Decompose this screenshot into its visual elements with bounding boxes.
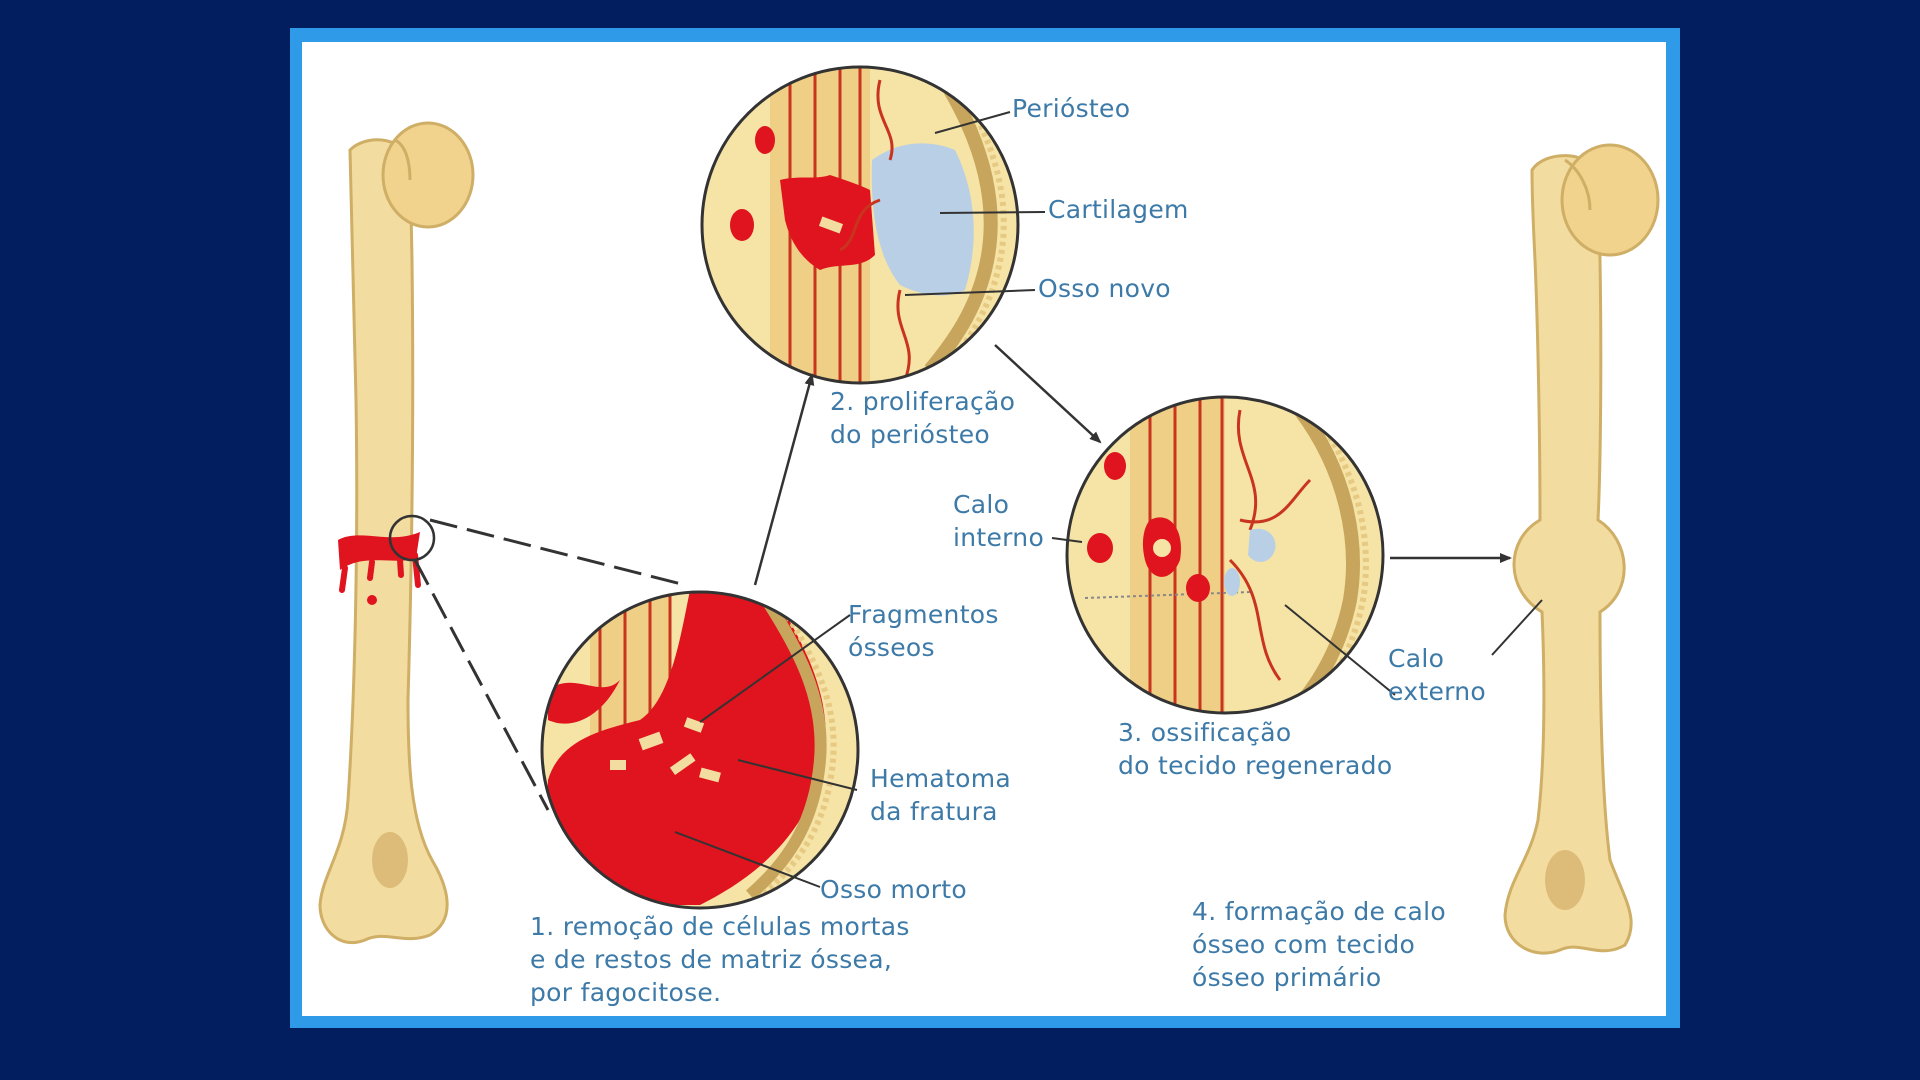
- arrow-icon: [753, 373, 815, 586]
- label-hematoma: Hematoma da fratura: [870, 764, 1012, 826]
- leader-lines: [674, 111, 1543, 888]
- ossification-circle: [1067, 397, 1383, 713]
- zoom-line-bottom: [413, 559, 550, 811]
- proliferation-circle-outline: [700, 65, 1020, 385]
- label-step-2: 2. proliferação do periósteo: [830, 387, 1016, 449]
- label-step-4: 4. formação de calo ósseo com tecido óss…: [1192, 897, 1446, 992]
- label-step-1: 1. remoção de células mortas e de restos…: [530, 912, 910, 1007]
- label-calo-externo: Calo externo: [1388, 644, 1486, 706]
- arrow-icon: [994, 344, 1102, 444]
- ossification-circle-outline: [1065, 395, 1385, 715]
- label-cartilagem: Cartilagem: [1048, 195, 1189, 224]
- label-calo-interno: Calo interno: [953, 490, 1045, 552]
- label-osso-morto: Osso morto: [820, 875, 967, 904]
- hematoma-circle-outline: [540, 590, 860, 910]
- hematoma-circle: [542, 592, 858, 908]
- healed-bone-icon: [1503, 143, 1660, 955]
- label-step-3: 3. ossificação do tecido regenerado: [1118, 718, 1393, 780]
- label-periosteo: Periósteo: [1012, 94, 1131, 123]
- label-fragmentos-osseos: Fragmentos ósseos: [848, 600, 999, 662]
- zoom-line-top: [429, 518, 686, 587]
- label-osso-novo: Osso novo: [1038, 274, 1171, 303]
- fractured-bone-icon: [318, 121, 475, 944]
- flow-arrows: [753, 344, 1512, 586]
